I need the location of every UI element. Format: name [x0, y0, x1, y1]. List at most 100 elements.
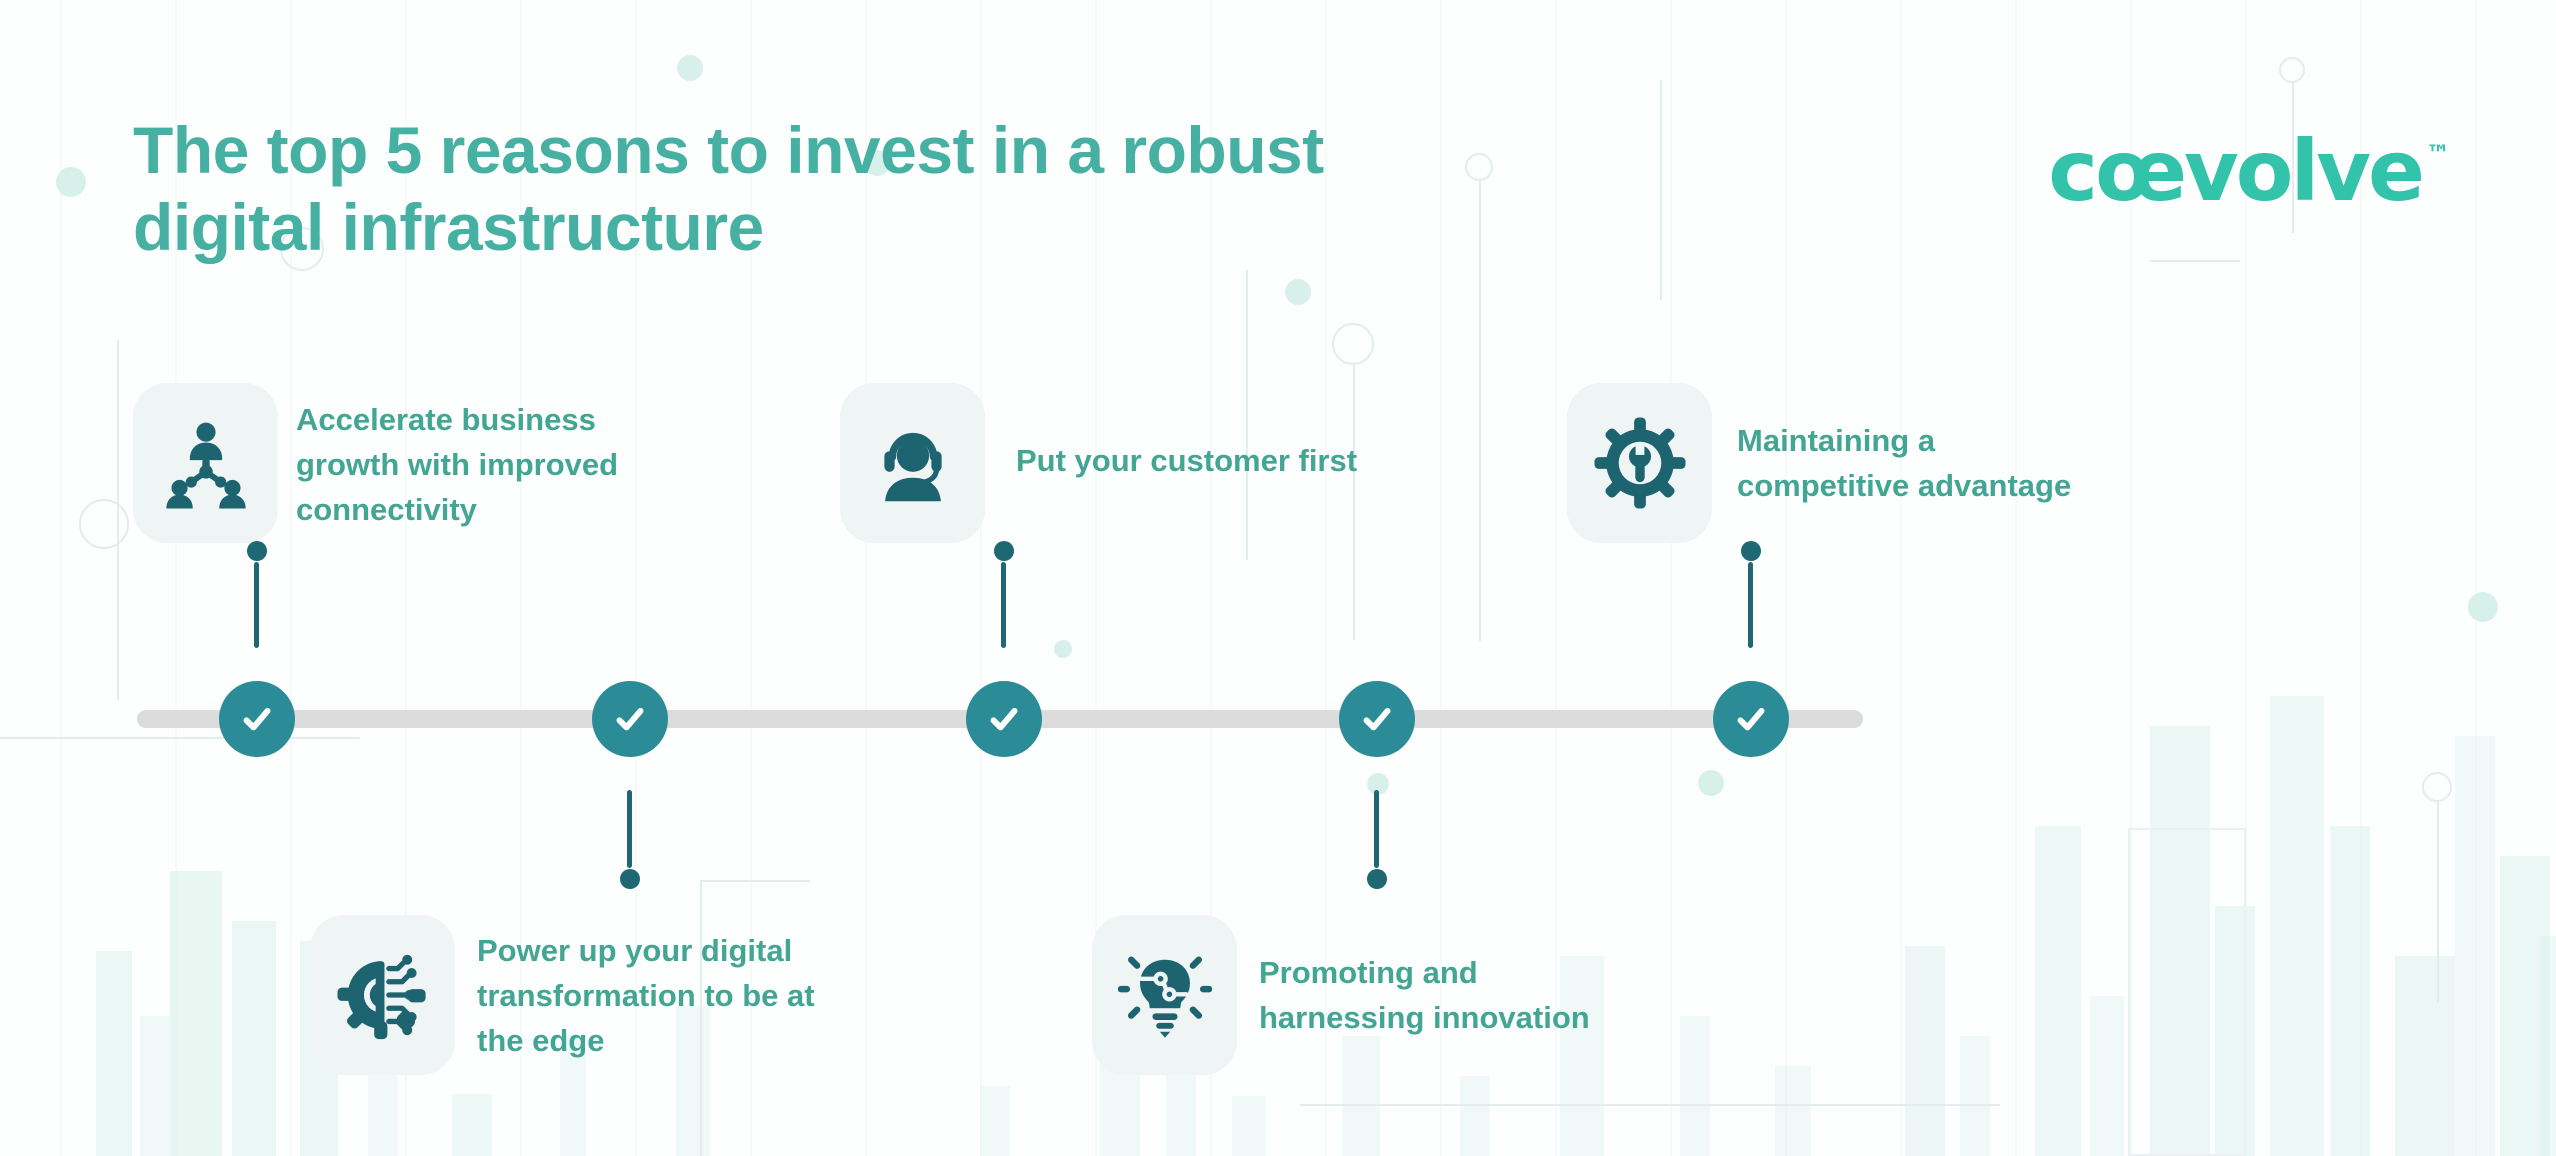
decor-trace — [700, 880, 810, 882]
decor-circle-outline — [79, 499, 129, 549]
decor-trace — [1479, 181, 1481, 641]
background-bar — [1680, 1016, 1710, 1156]
decor-circle-outline — [1465, 153, 1493, 181]
background-gridline — [635, 0, 637, 1156]
connector-dot-1 — [247, 541, 267, 561]
background-bar — [368, 1061, 398, 1156]
background-gridline — [60, 0, 62, 1156]
item-2-icon-card — [310, 915, 455, 1075]
item-3-icon-card — [840, 383, 985, 543]
logo-wordmark: cœvolve — [2048, 122, 2425, 220]
decor-trace — [0, 737, 360, 739]
checkmark-icon — [990, 707, 1018, 731]
connector-line-2 — [627, 790, 632, 868]
connector-dot-2 — [620, 869, 640, 889]
background-bar — [1100, 1061, 1140, 1156]
decor-dot — [2468, 592, 2498, 622]
connector-line-5 — [1748, 562, 1753, 648]
decor-trace — [1660, 80, 1662, 300]
background-gridline — [1900, 0, 1902, 1156]
lightbulb-circuit-icon — [1117, 956, 1212, 1038]
item-5-label: Maintaining a competitive advantage — [1737, 423, 2072, 503]
item-1-label: Accelerate business growth with improved… — [296, 402, 619, 527]
decor-trace — [1300, 1104, 2000, 1106]
background-gridline — [2360, 0, 2362, 1156]
background-bar — [2455, 736, 2495, 1156]
connector-dot-4 — [1367, 869, 1387, 889]
background-bar — [1232, 1096, 1266, 1156]
background-gridline — [1785, 0, 1787, 1156]
checkmark-icon — [616, 707, 644, 731]
decor-trace — [700, 880, 702, 1156]
decor-rect-outline — [2128, 828, 2246, 1156]
background-bar — [2500, 856, 2550, 1156]
decor-trace — [2437, 802, 2439, 1002]
background-gridline — [1210, 0, 1212, 1156]
background-bar — [1960, 1036, 1990, 1156]
background-bar — [1560, 956, 1604, 1156]
decor-dot — [864, 150, 890, 176]
background-gridline — [2015, 0, 2017, 1156]
background-gridline — [175, 0, 177, 1156]
decor-dot — [56, 167, 86, 197]
background-bar — [2035, 826, 2081, 1156]
timeline-check-5 — [1713, 681, 1789, 757]
background-gridline — [980, 0, 982, 1156]
decor-trace — [117, 340, 119, 700]
page-title: The top 5 reasons to invest in a robust … — [133, 113, 1324, 264]
background-bar — [676, 1006, 710, 1156]
background-bar — [2150, 726, 2210, 1156]
background-gridline — [1325, 0, 1327, 1156]
background-gridline — [520, 0, 522, 1156]
decor-trace — [2292, 83, 2294, 233]
background-gridline — [2130, 0, 2132, 1156]
background-bar — [2215, 906, 2255, 1156]
background-gridline — [1555, 0, 1557, 1156]
background-gridline — [865, 0, 867, 1156]
checkmark-icon — [243, 707, 271, 731]
decor-circle-outline — [2279, 57, 2305, 83]
background-gridline — [1670, 0, 1672, 1156]
decor-dot — [1698, 770, 1724, 796]
timeline-check-3 — [966, 681, 1042, 757]
background-bar — [170, 871, 222, 1156]
background-bar — [2540, 936, 2556, 1156]
decor-dot — [1054, 640, 1072, 658]
background-gridline — [1440, 0, 1442, 1156]
decor-trace — [2150, 260, 2240, 262]
checkmark-icon — [1363, 707, 1391, 731]
background-bar — [2330, 826, 2370, 1156]
item-5-icon-card — [1567, 383, 1712, 543]
background-bar — [1460, 1076, 1490, 1156]
background-bar — [1775, 1066, 1811, 1156]
connector-dot-3 — [994, 541, 1014, 561]
decor-circle-outline — [1332, 323, 1374, 365]
connector-line-4 — [1374, 790, 1379, 868]
decor-trace — [1353, 365, 1355, 640]
decor-circle-outline — [280, 227, 324, 271]
item-2-label: Power up your digital transformation to … — [477, 933, 815, 1058]
background-bar — [980, 1086, 1010, 1156]
background-bar — [140, 1016, 170, 1156]
background-bar — [2090, 996, 2124, 1156]
connector-line-1 — [254, 562, 259, 648]
background-gridline — [2475, 0, 2477, 1156]
item-4-label: Promoting and harnessing innovation — [1259, 955, 1590, 1035]
gear-wrench-icon — [1593, 417, 1686, 509]
org-network-icon — [165, 422, 246, 509]
background-gridline — [1095, 0, 1097, 1156]
background-gridline — [750, 0, 752, 1156]
connector-line-3 — [1001, 562, 1006, 648]
gear-circuit-icon — [336, 954, 426, 1040]
background-bar — [1905, 946, 1945, 1156]
background-bar — [560, 1036, 586, 1156]
background-bar — [1342, 1036, 1380, 1156]
background-bar — [96, 951, 132, 1156]
timeline-check-4 — [1339, 681, 1415, 757]
background-bar — [452, 1094, 492, 1156]
item-3-label: Put your customer first — [1016, 443, 1358, 478]
trademark-symbol: ™ — [2426, 140, 2450, 168]
